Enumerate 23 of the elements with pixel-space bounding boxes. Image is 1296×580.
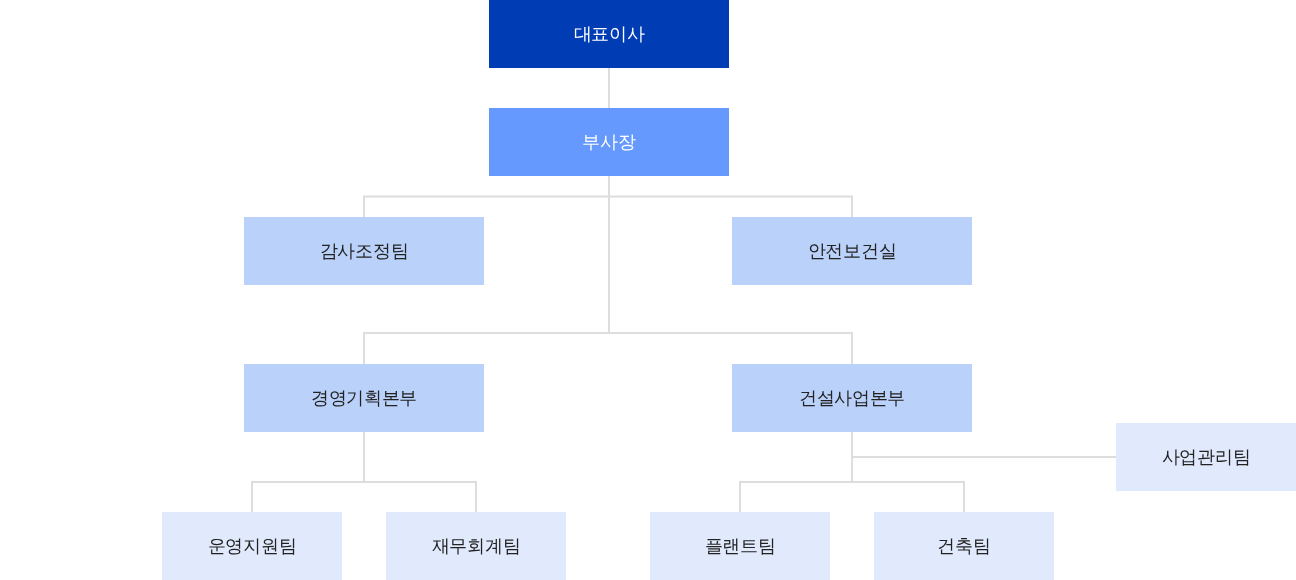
unit-name: 감사조정팀 (318, 239, 410, 263)
org-unit-box (489, 108, 729, 176)
org-unit-box (162, 512, 342, 580)
org-unit-box (244, 217, 484, 285)
unit-name: 운영지원팀 (206, 534, 298, 558)
unit-name: 부사장 (581, 130, 637, 154)
unit-name: 재무회계팀 (430, 534, 522, 558)
org-unit-box (650, 512, 830, 580)
connector-line (608, 67, 610, 109)
org-unit-box (489, 0, 729, 68)
unit-name: 경영기획본부 (309, 386, 419, 410)
org-unit-box (732, 217, 972, 285)
org-unit-box (874, 512, 1054, 580)
unit-name: 대표이사 (572, 22, 646, 46)
org-unit-box (386, 512, 566, 580)
unit-name: 안전보건실 (806, 239, 898, 263)
unit-name: 건축팀 (936, 534, 992, 558)
org-unit-box (732, 364, 972, 432)
unit-name: 건설사업본부 (797, 386, 907, 410)
org-unit-box (244, 364, 484, 432)
unit-name: 사업관리팀 (1160, 445, 1252, 469)
org-unit-box (1116, 423, 1296, 491)
unit-name: 플랜트팀 (703, 534, 777, 558)
